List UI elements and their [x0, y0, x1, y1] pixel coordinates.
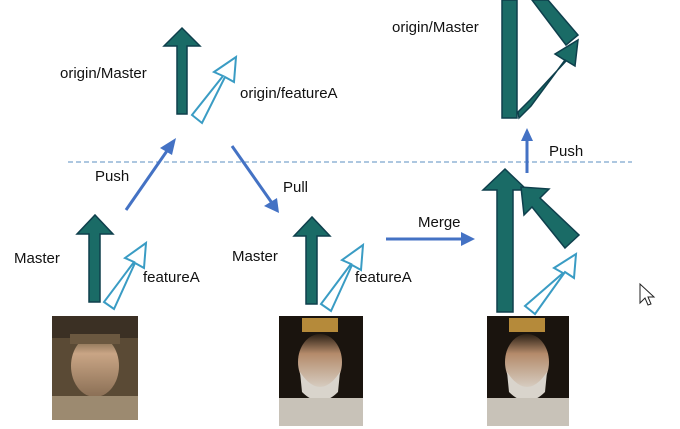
- portrait-older-man-2: [487, 316, 569, 426]
- featureA-label-2: featureA: [355, 269, 412, 286]
- portrait-young-man: [52, 316, 138, 420]
- origin-master-diagonal-arrow-right: [517, 38, 579, 120]
- merged-feature-branch-arrow: [520, 186, 581, 250]
- origin-master-label-right: origin/Master: [392, 19, 479, 36]
- origin-master-branch-arrow-right: [501, 0, 518, 119]
- featureA-branch-arrow-1: [102, 240, 148, 311]
- master-label-1: Master: [14, 250, 60, 267]
- mouse-pointer-icon: [639, 282, 656, 306]
- push-flow-arrow-1: [124, 138, 176, 211]
- origin-master-upper-diagonal: [531, 0, 580, 47]
- master-branch-arrow-1: [75, 213, 115, 303]
- merged-master-branch-arrow: [481, 167, 529, 313]
- portrait-older-man-1: [279, 316, 363, 426]
- origin-featureA-branch-arrow: [190, 54, 238, 125]
- origin-featureA-label: origin/featureA: [240, 85, 338, 102]
- master-branch-arrow-2: [292, 215, 332, 305]
- merge-flow-arrow: [386, 232, 475, 246]
- origin-master-branch-arrow: [162, 26, 202, 115]
- pull-flow-arrow: [230, 145, 279, 213]
- master-label-2: Master: [232, 248, 278, 265]
- push-label-2: Push: [549, 143, 583, 160]
- pull-label: Pull: [283, 179, 308, 196]
- featureA-label-1: featureA: [143, 269, 200, 286]
- featureA-branch-arrow-2: [319, 242, 365, 313]
- origin-master-label: origin/Master: [60, 65, 147, 82]
- merge-label: Merge: [418, 214, 461, 231]
- push-flow-arrow-2: [521, 128, 533, 173]
- featureA-branch-arrow-3: [523, 252, 578, 316]
- push-label-1: Push: [95, 168, 129, 185]
